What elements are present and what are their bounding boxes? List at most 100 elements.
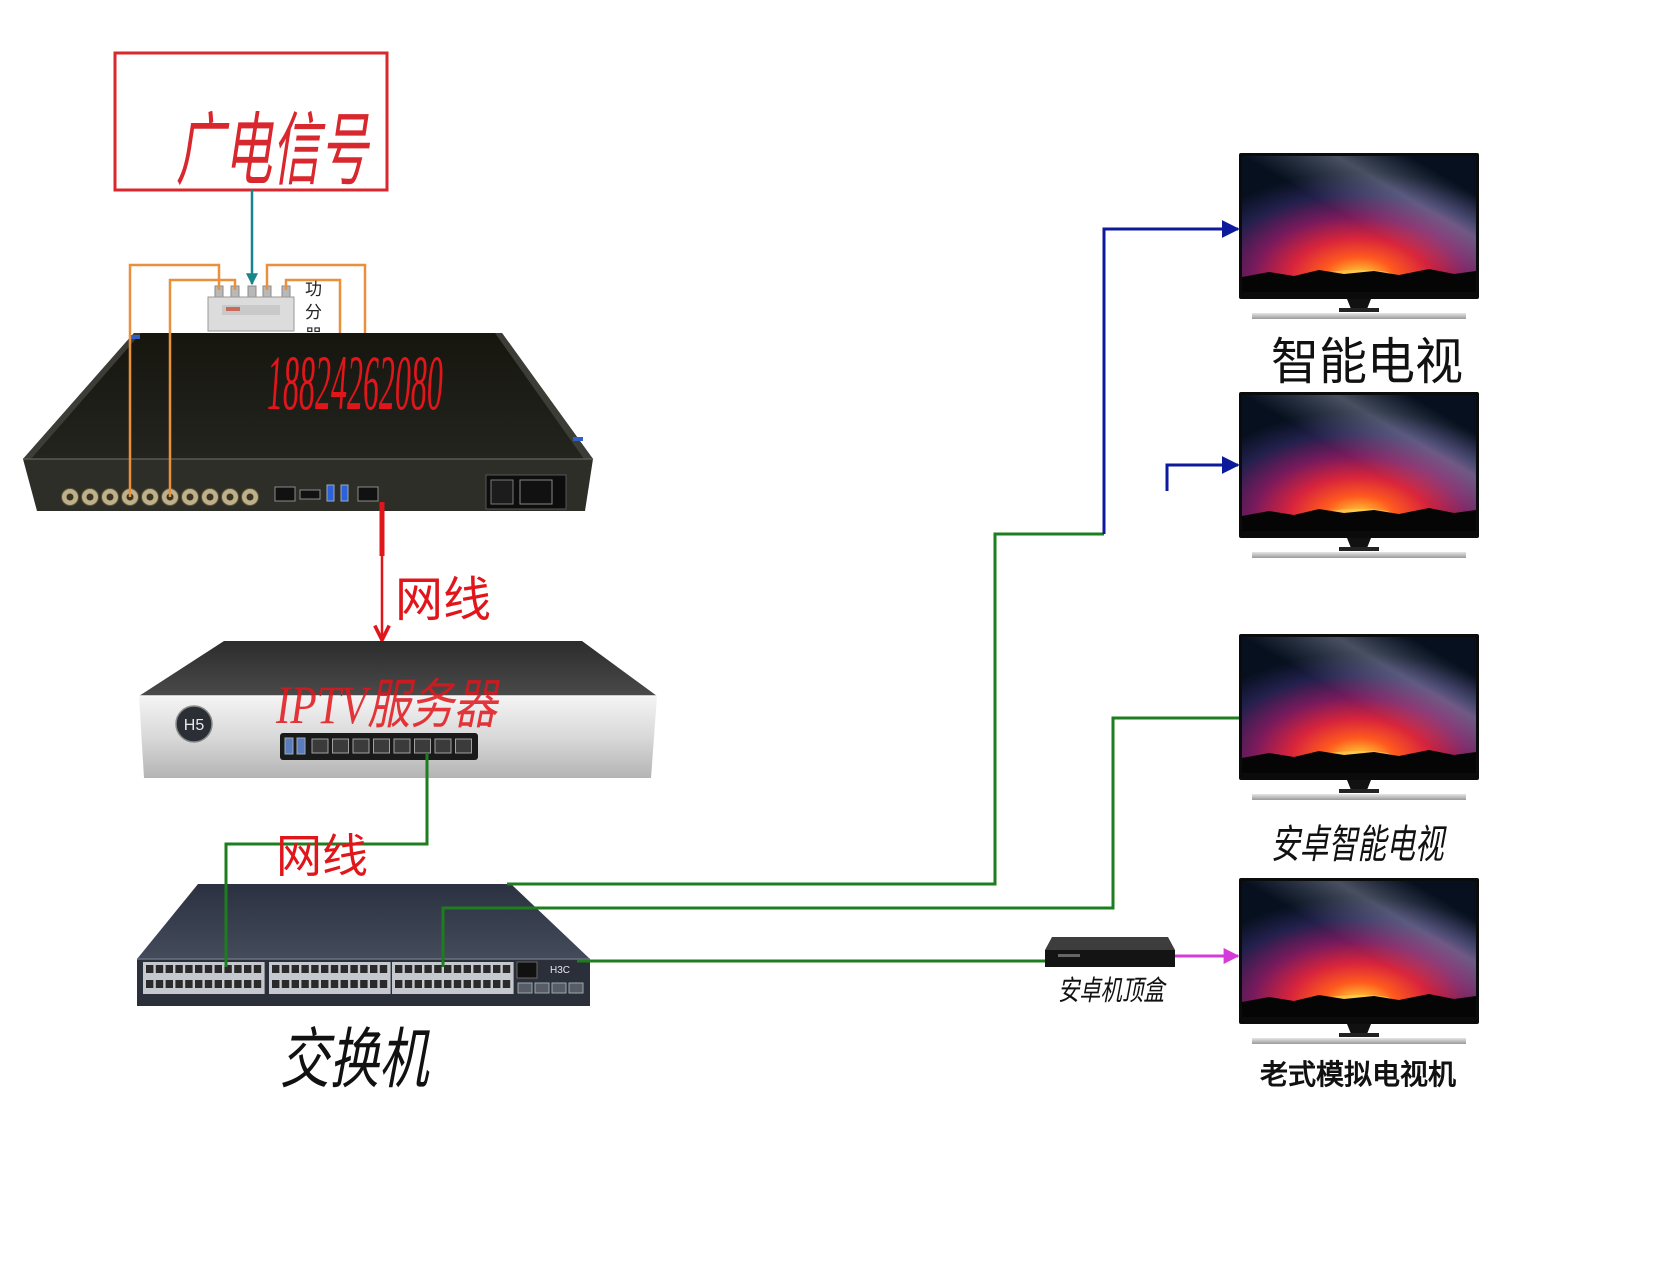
switch-port (244, 980, 252, 988)
switch-port (360, 980, 368, 988)
sfp-port (551, 982, 567, 994)
server-ethernet-port (393, 738, 411, 754)
tv-analog (1239, 878, 1479, 1044)
source-box (113, 51, 389, 192)
switch-port (360, 965, 368, 973)
switch-port (350, 980, 358, 988)
coax-cable (284, 278, 342, 333)
switch-port (473, 980, 481, 988)
bnc-connector-core (66, 493, 74, 501)
set-top-box (1045, 937, 1175, 967)
server-logo-badge (175, 705, 213, 743)
tv-android (1239, 634, 1479, 800)
switch-port (301, 965, 309, 973)
sfp-port (517, 982, 533, 994)
coax-cable (168, 278, 237, 497)
switch-port (291, 980, 299, 988)
bnc-connector-core (226, 493, 234, 501)
switch-port (379, 965, 388, 973)
phone-number: 18824262080 (267, 339, 443, 426)
switch-port (165, 980, 173, 988)
switch-port (146, 965, 154, 973)
set-top-box-logo (1058, 954, 1080, 957)
server-port-row (284, 737, 472, 755)
switch-port (404, 980, 413, 988)
tv-smart-2 (1239, 392, 1479, 558)
switch-port (291, 965, 299, 973)
power-inlet (519, 479, 553, 505)
android-tv-label: 安卓智能电视 (1271, 822, 1444, 867)
bnc-connector-core (86, 493, 94, 501)
switch-port (370, 980, 378, 988)
bnc-connector-core (186, 493, 194, 501)
hdmi-port (299, 489, 321, 500)
switch-port (253, 965, 262, 973)
bnc-connector-core (206, 493, 214, 501)
switch-port (185, 965, 193, 973)
splitter-port (247, 285, 257, 298)
switch-port (414, 965, 422, 973)
switch-port (483, 965, 491, 973)
switch-port (214, 965, 222, 973)
set-top-box-top (1045, 937, 1175, 950)
sfp-port (534, 982, 550, 994)
bnc-connector-core (246, 493, 254, 501)
switch-port (224, 980, 232, 988)
switch-port (214, 980, 222, 988)
switch-port (301, 980, 309, 988)
switch-port (453, 980, 462, 988)
switch-port (502, 980, 511, 988)
switch-port (185, 980, 193, 988)
switch-port (244, 965, 252, 973)
switch-port (350, 965, 358, 973)
sfp-port (568, 982, 584, 994)
switch-port (272, 980, 280, 988)
switch-port (175, 980, 183, 988)
switch-port (281, 965, 290, 973)
switch-port (444, 980, 452, 988)
switch-top (137, 884, 590, 959)
switch-port (395, 965, 403, 973)
switch-port (424, 980, 432, 988)
network-cable-android-tv (441, 716, 1239, 967)
bnc-connector-core (106, 493, 114, 501)
encoder-left-bevel (23, 333, 141, 459)
switch-port (204, 965, 213, 973)
server-ethernet-port (352, 738, 370, 754)
ethernet-port (357, 486, 379, 502)
switch-port (146, 980, 154, 988)
splitter (207, 285, 295, 332)
source-label: 广电信号 (176, 108, 368, 196)
encoder-top-clip-left (130, 335, 140, 339)
switch-port (234, 965, 242, 973)
switch-port (234, 980, 242, 988)
switch-port (330, 965, 339, 973)
switch-port (493, 980, 501, 988)
set-top-box-front (1045, 950, 1175, 967)
server-usb-port (284, 737, 294, 755)
switch-port (379, 980, 388, 988)
cable-label-encoder-server: 网线 (395, 574, 492, 627)
server-logo: H5 (184, 717, 205, 734)
server-ethernet-port (373, 738, 390, 754)
switch-port-groups (143, 962, 514, 994)
usb-port (340, 484, 349, 502)
switch-port (340, 980, 348, 988)
switch-label: 交换机 (280, 1024, 429, 1097)
iptv-server: H5 (139, 641, 657, 778)
switch-port (463, 965, 471, 973)
network-cable-server-switch (224, 753, 429, 967)
server-usb-port (296, 737, 306, 755)
switch-port (404, 965, 413, 973)
encoder-top (23, 333, 593, 459)
feed-line-smart-tv-2 (1165, 456, 1240, 491)
power-switch (490, 479, 514, 505)
switch-port (155, 965, 164, 973)
switch-port (414, 980, 422, 988)
switch-port (195, 965, 203, 973)
switch-brand: H3C (550, 965, 570, 976)
feed-line-smart-tv-1 (1102, 220, 1240, 534)
switch-port (434, 980, 442, 988)
